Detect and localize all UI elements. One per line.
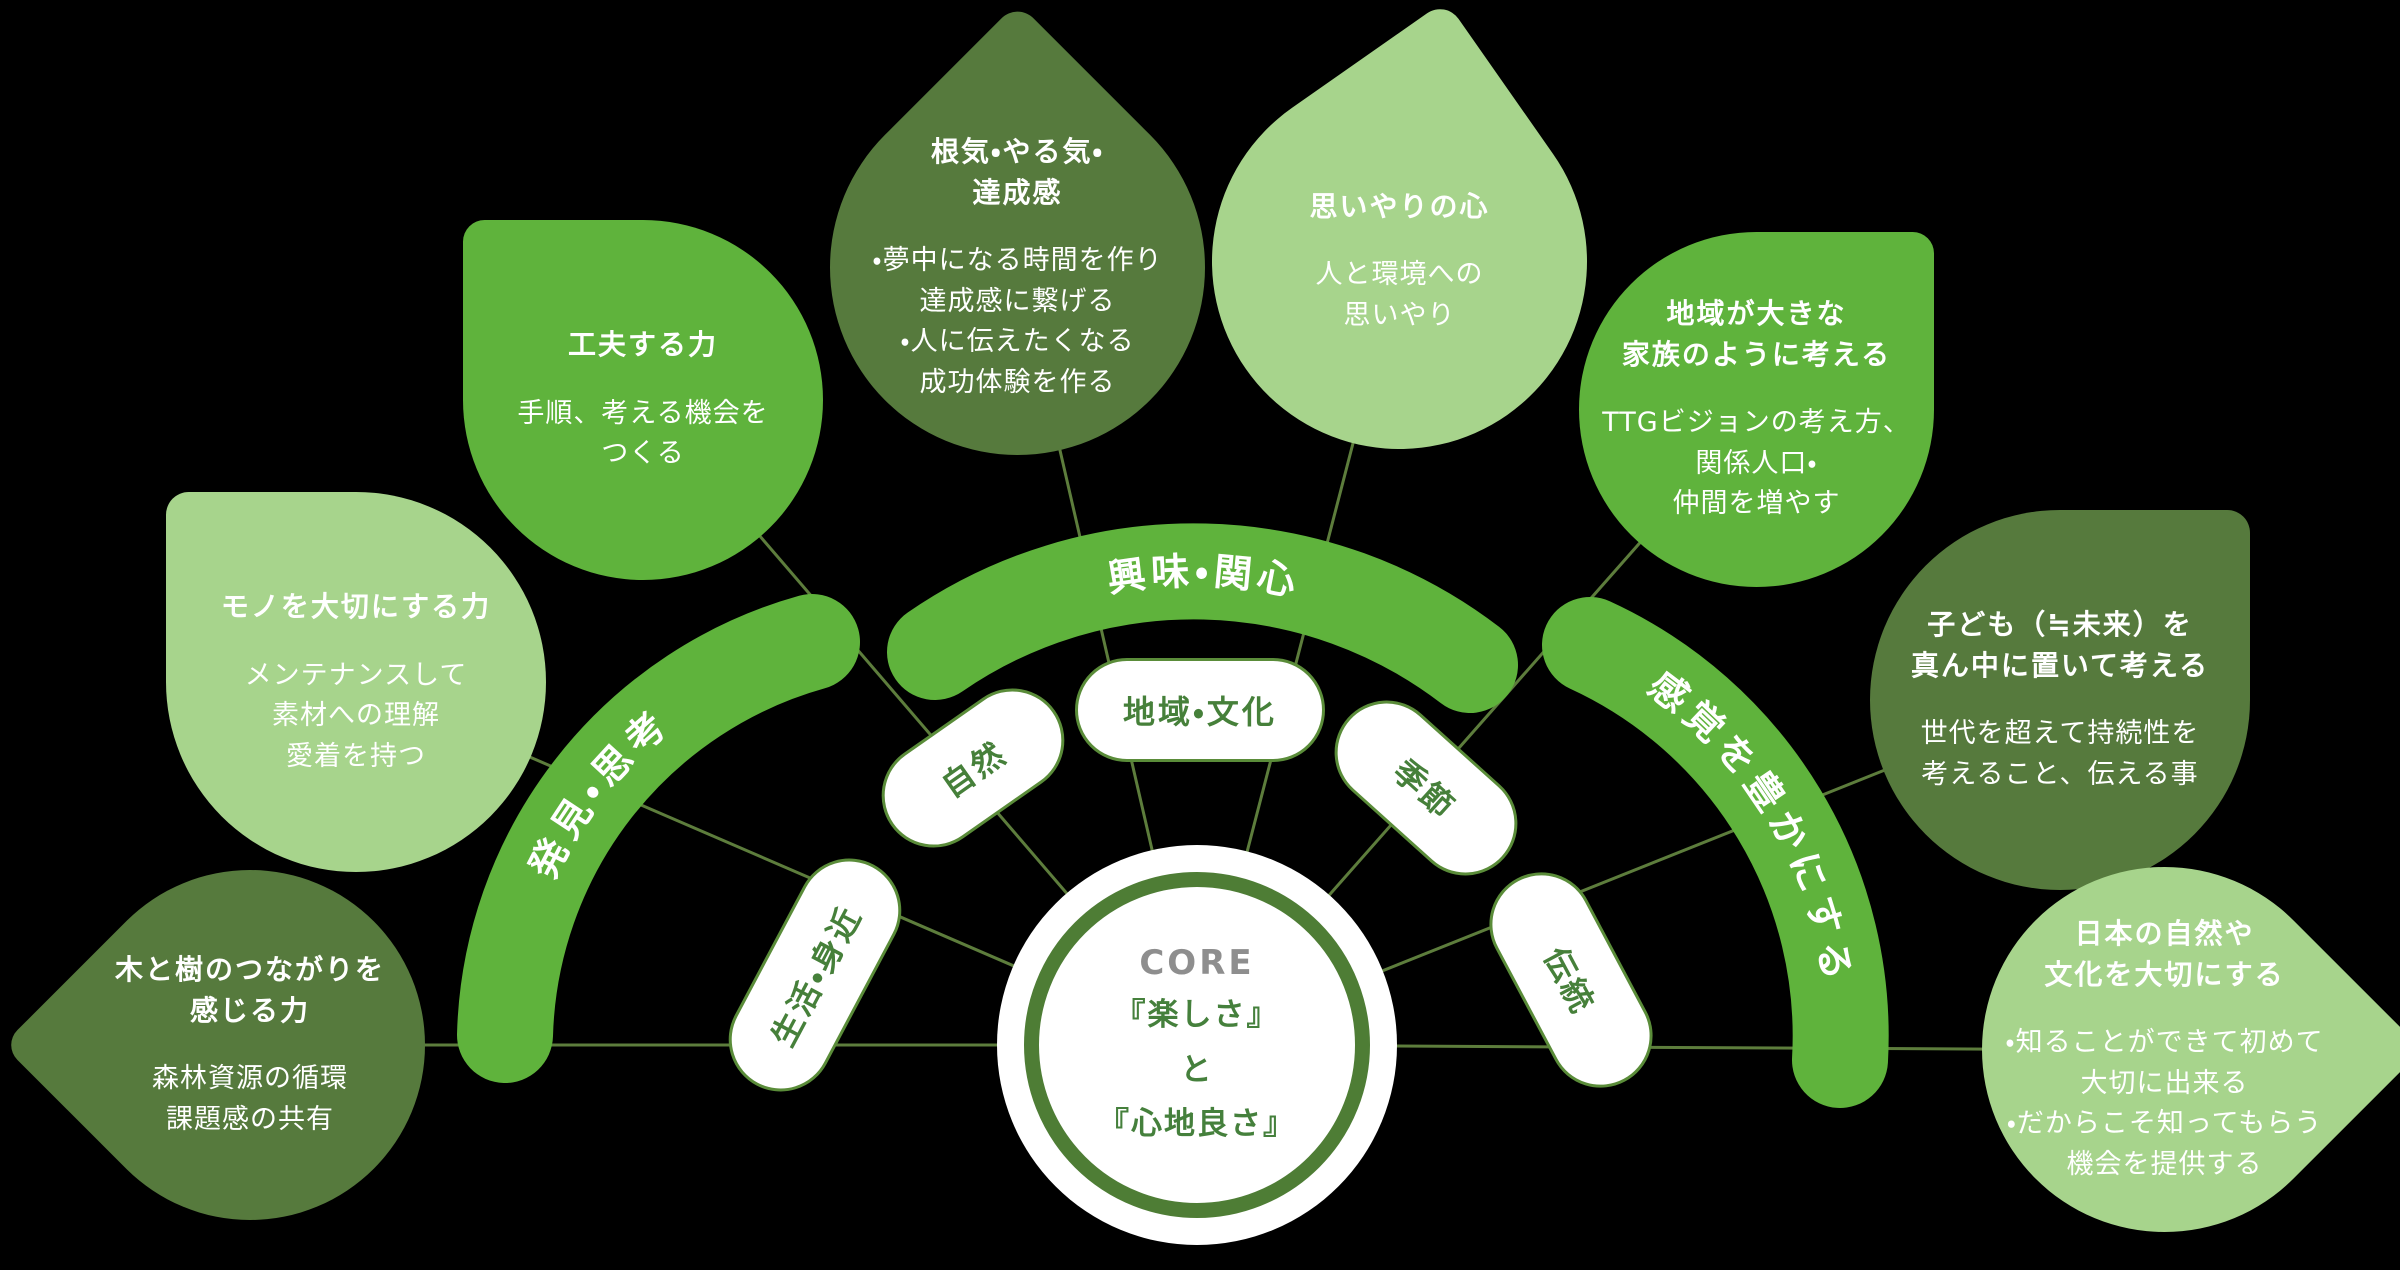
leaf-children-future: 子ども（≒未来）を 真ん中に置いて考える 世代を超えて持続性を 考えること、伝え… (1870, 510, 2250, 890)
inner-node-label: 地域・文化 (1123, 693, 1277, 731)
leaf-body: 人と環境への 思いやり (1315, 259, 1484, 331)
inner-node-label: 伝統 (1536, 941, 1603, 1021)
leaf-content: 思いやりの心 人と環境への 思いやり (1212, 74, 1587, 449)
leaf-title: 根気・やる気・ 達成感 (930, 134, 1105, 209)
leaf-body: 世代を超えて持続性を 考えること、伝える事 (1920, 718, 2200, 790)
leaf-body: ・知ることができて初めて 大切に出来る ・だからこそ知ってもらう 機会を提供する (2005, 1027, 2324, 1180)
leaf-body: メンテナンスして 素材への理解 愛着を持つ (244, 659, 468, 772)
leaf-title: 木と樹のつながりを 感じる力 (114, 952, 385, 1027)
leaf-content: モノを大切にする力 メンテナンスして 素材への理解 愛着を持つ (166, 492, 546, 872)
leaf-content: 木と樹のつながりを 感じる力 森林資源の循環 課題感の共有 (75, 870, 425, 1220)
leaf-body: TTGビジョンの考え方、 関係人口・ 仲間を増やす (1602, 407, 1911, 520)
leaf-content: 子ども（≒未来）を 真ん中に置いて考える 世代を超えて持続性を 考えること、伝え… (1870, 510, 2250, 890)
leaf-body: 森林資源の循環 課題感の共有 (152, 1063, 348, 1135)
leaf-content: 根気・やる気・ 達成感 ・夢中になる時間を作り 達成感に繋げる ・人に伝えたくな… (830, 80, 1205, 455)
leaf-title: 地域が大きな 家族のように考える (1621, 297, 1892, 371)
leaf-title: 子ども（≒未来）を 真ん中に置いて考える (1910, 607, 2210, 682)
leaf-value-things: モノを大切にする力 メンテナンスして 素材への理解 愛着を持つ (166, 492, 546, 872)
leaf-content: 工夫する力 手順、考える機会を つくる (463, 220, 823, 580)
core-text: CORE 『楽しさ』 と 『心地良さ』 (1098, 943, 1296, 1148)
inner-node-label: 自然 (934, 733, 1014, 806)
core-circle: CORE 『楽しさ』 と 『心地良さ』 (997, 845, 1397, 1245)
core-value-line: と (1180, 1051, 1214, 1088)
leaf-ingenuity: 工夫する力 手順、考える機会を つくる (463, 220, 823, 580)
leaf-body: 手順、考える機会を つくる (517, 397, 769, 470)
core-value-line: 『楽しさ』 (1114, 996, 1280, 1033)
leaf-body: ・夢中になる時間を作り 達成感に繋げる ・人に伝えたくなる 成功体験を作る (872, 245, 1163, 398)
leaf-title: モノを大切にする力 (220, 589, 492, 623)
leaf-title: 工夫する力 (567, 328, 718, 362)
inner-node-region-culture: 地域・文化 (1075, 658, 1325, 762)
leaf-perseverance: 根気・やる気・ 達成感 ・夢中になる時間を作り 達成感に繋げる ・人に伝えたくな… (752, 2, 1283, 533)
leaf-title: 思いやりの心 (1309, 189, 1490, 223)
core-value-line: 『心地良さ』 (1098, 1106, 1296, 1143)
leaf-title: 日本の自然や 文化を大切にする (2044, 916, 2285, 991)
inner-node-label: 季節 (1385, 751, 1464, 828)
leaf-content: 日本の自然や 文化を大切にする ・知ることができて初めて 大切に出来る ・だから… (1982, 867, 2347, 1232)
core-label: CORE (1139, 942, 1255, 983)
